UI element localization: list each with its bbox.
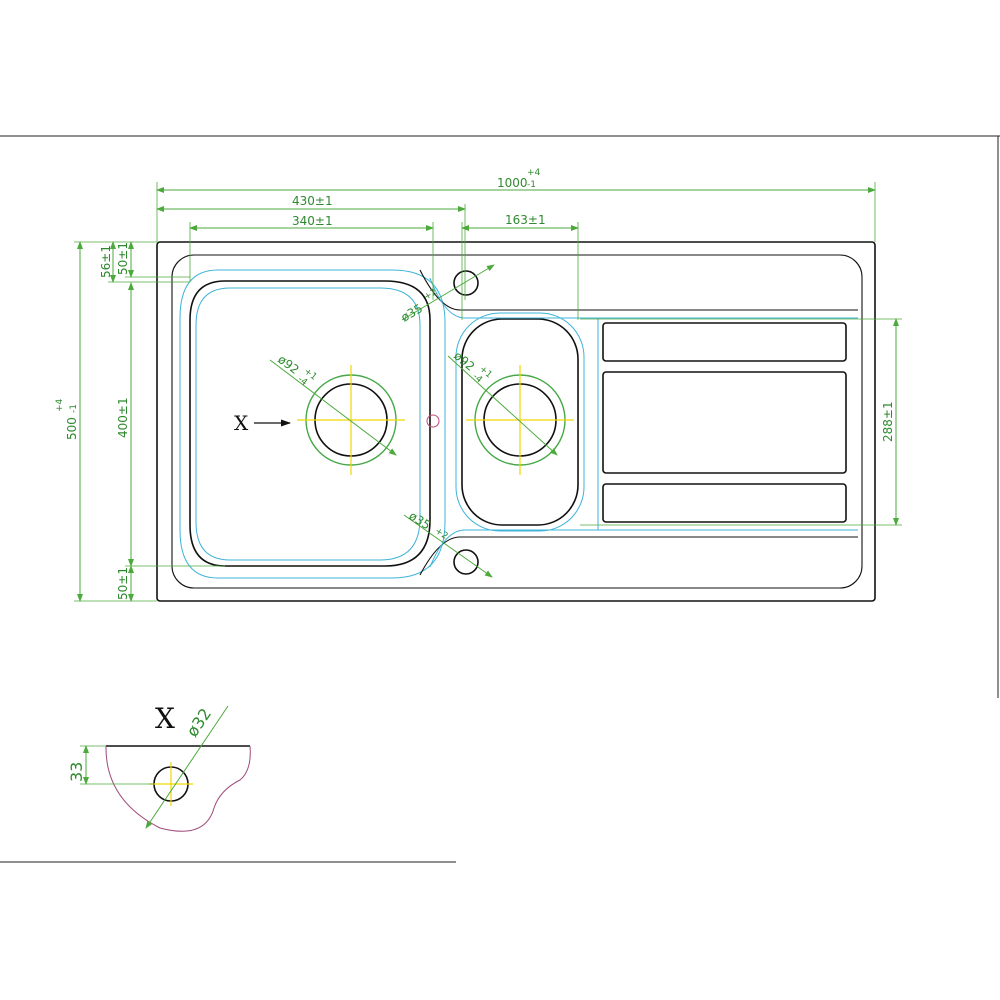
- drainer-depth-label: 288±1: [881, 401, 895, 442]
- dim-main-bowl-depth: 400±1: [116, 276, 225, 567]
- detail-x: X ø32 33: [67, 702, 251, 832]
- second-waste-leader: ø92 +1 -4: [447, 349, 558, 456]
- top-margin-inner-label: 50±1: [116, 242, 130, 275]
- overall-depth-tol-lower: -1: [69, 404, 79, 413]
- top-margin-outer-label: 56±1: [99, 245, 113, 278]
- overall-width-tol-lower: -1: [527, 180, 536, 190]
- tap-hole-top-tol: +2: [422, 287, 439, 302]
- dim-overall-width: 1000 +4 -1: [156, 168, 876, 242]
- dim-overall-depth: 500 +4 -1: [55, 241, 157, 602]
- dim-drainer-depth: 288±1: [580, 318, 902, 526]
- main-waste-hole: [297, 365, 405, 475]
- tap-hole-bottom-leader: ø35 +2: [403, 509, 493, 578]
- sink-outline: [156, 241, 876, 602]
- main-bowl-width-label: 340±1: [292, 214, 333, 228]
- main-bowl-offset-label: 430±1: [292, 194, 333, 208]
- overall-depth-tol-upper: +4: [55, 398, 65, 412]
- main-waste-label: ø92: [275, 352, 301, 377]
- detail-hole-diameter-label: ø32: [183, 705, 216, 741]
- drawing-frame: [0, 135, 1000, 863]
- second-waste-label: ø92: [451, 349, 477, 374]
- second-bowl-width-label: 163±1: [505, 213, 546, 227]
- overall-width-tol-upper: +4: [527, 168, 541, 178]
- second-waste-hole: [466, 365, 574, 475]
- dim-bottom-margin: 50±1: [116, 565, 134, 602]
- dim-main-bowl-offset: 430±1: [156, 194, 466, 300]
- overall-depth-label: 500: [65, 417, 79, 440]
- detail-offset-label: 33: [67, 762, 86, 782]
- detail-x-label: X: [155, 702, 175, 735]
- tap-hole-bottom-tol: +2: [433, 526, 450, 542]
- bottom-margin-label: 50±1: [116, 567, 130, 600]
- detail-pointer: X: [234, 411, 291, 435]
- detail-pointer-label: X: [234, 411, 249, 435]
- dim-top-margin-inner: 50±1: [116, 241, 134, 278]
- dim-top-margin-outer: 56±1: [99, 241, 190, 283]
- overall-width-label: 1000: [497, 176, 528, 190]
- dim-second-bowl-width: 163±1: [461, 213, 579, 320]
- tap-hole-top-leader: ø35 +2: [399, 264, 495, 325]
- main-bowl-depth-label: 400±1: [116, 397, 130, 438]
- main-waste-leader: ø92 +1 -4: [269, 352, 397, 456]
- tap-hole-top-label: ø35: [399, 301, 426, 324]
- dim-main-bowl-width: 340±1: [189, 214, 434, 300]
